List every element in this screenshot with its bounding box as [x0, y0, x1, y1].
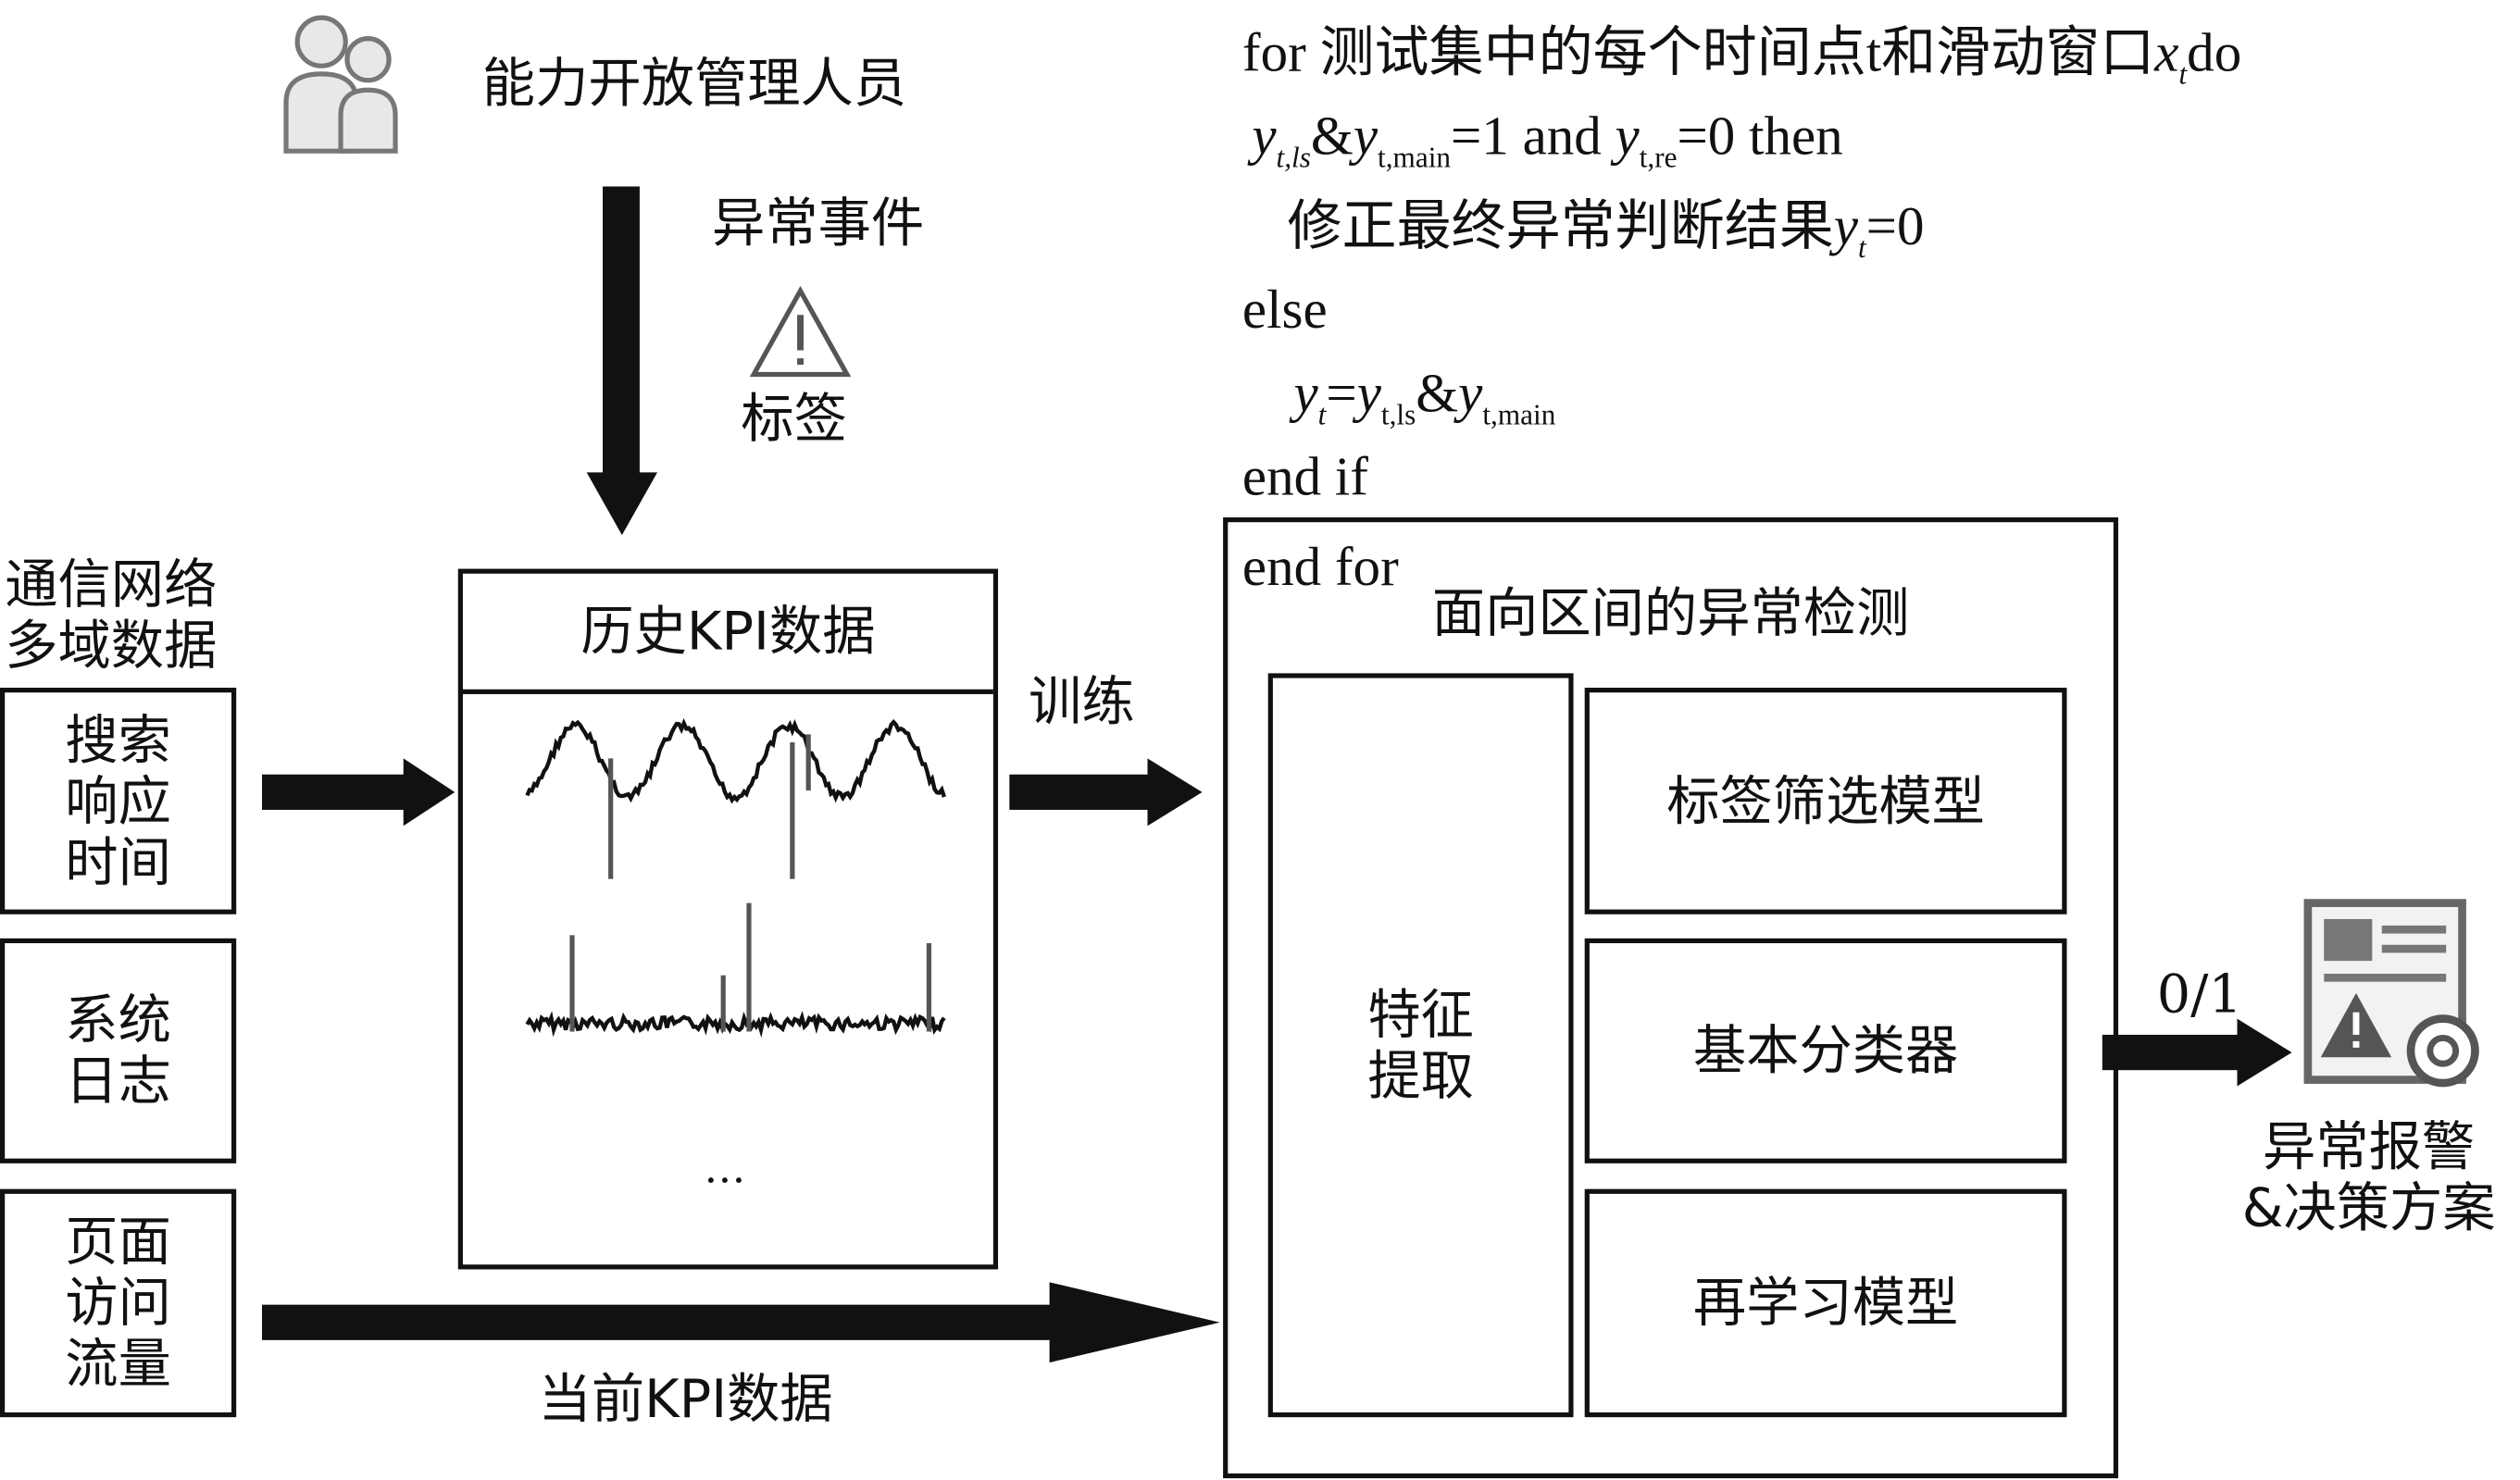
feature-line: 特征	[1367, 982, 1474, 1046]
code-text: &	[1416, 365, 1459, 425]
code-sub: t	[2178, 57, 2188, 91]
code-sub: t,main	[1378, 141, 1452, 174]
wave-line-2	[525, 1011, 946, 1038]
source-line: 流量	[65, 1332, 171, 1395]
code-text: do	[2187, 24, 2242, 84]
code-text: 修正最终异常判断结果	[1287, 197, 1834, 257]
source-line: 搜索	[65, 707, 171, 771]
tag-label: 标签	[741, 387, 847, 451]
source-line: 时间	[65, 829, 171, 893]
code-text: =	[1326, 365, 1357, 425]
code-var: x	[2154, 24, 2179, 84]
code-line-correct: 修正最终异常判断结果yt=0	[1242, 196, 2241, 280]
group-label-line: 通信网络	[5, 553, 218, 616]
source-line: 访问	[65, 1271, 171, 1334]
history-ellipsis: …	[704, 1145, 746, 1194]
source-line: 系统	[65, 988, 171, 1051]
code-line-assign: yt=yt,ls&yt,main	[1242, 363, 2241, 446]
train-label: 训练	[1029, 669, 1135, 733]
code-line-for: for 测试集中的每个时间点t和滑动窗口xtdo	[1242, 22, 2241, 106]
code-text: =0	[1865, 197, 1925, 257]
code-var: y	[1833, 197, 1858, 257]
source-line: 响应	[65, 768, 171, 832]
source-system-log: 系统 日志	[0, 938, 237, 1163]
code-text: =1 and	[1451, 107, 1616, 168]
code-sub: t	[1857, 230, 1866, 264]
kpi-charts	[525, 717, 946, 1038]
code-var: y	[1252, 107, 1277, 168]
history-kpi-box: 历史KPI数据 …	[457, 568, 999, 1270]
code-text: for 测试集中的每个时间点t和滑动窗口	[1241, 24, 2155, 84]
code-sub: t,main	[1482, 398, 1556, 431]
wave-line-1	[525, 717, 946, 804]
warning-icon	[749, 286, 852, 378]
code-sub: t,ls	[1276, 141, 1311, 174]
people-icon	[283, 15, 398, 154]
code-text: =0 then	[1677, 107, 1843, 168]
source-search-response-time: 搜索 响应 时间	[0, 688, 237, 914]
code-text: &	[1310, 107, 1354, 168]
feature-extraction-box: 特征 提取	[1267, 673, 1574, 1418]
current-kpi-arrow	[261, 1282, 1220, 1363]
code-var: y	[1293, 365, 1318, 425]
current-kpi-label: 当前KPI数据	[538, 1367, 833, 1431]
code-line-if: yt,ls&yt,main=1 and yt,re=0 then	[1242, 106, 2241, 190]
label-filter-model: 标签筛选模型	[1584, 688, 2067, 914]
relearning-model: 再学习模型	[1584, 1188, 2067, 1418]
output-result-label: 异常报警 &决策方案	[2241, 1114, 2496, 1239]
code-line-endif: end if	[1241, 448, 1368, 508]
event-label: 异常事件	[712, 191, 925, 255]
down-arrow	[586, 186, 658, 536]
history-title: 历史KPI数据	[462, 574, 993, 694]
code-line-else: else	[1241, 280, 1328, 342]
source-line: 页面	[65, 1210, 171, 1273]
feature-line: 提取	[1367, 1043, 1474, 1107]
code-var: y	[1615, 107, 1640, 168]
result-line: 异常报警	[2263, 1114, 2476, 1178]
source-line: 日志	[65, 1049, 171, 1113]
result-line: &决策方案	[2241, 1175, 2496, 1239]
code-sub: t,ls	[1380, 398, 1416, 431]
code-sub: t,re	[1639, 141, 1678, 174]
operator-label: 能力开放管理人员	[481, 51, 907, 115]
code-sub: t	[1317, 398, 1327, 431]
code-var: y	[1353, 107, 1379, 168]
group-label-line: 多域数据	[5, 614, 218, 677]
output-value-label: 0/1	[2156, 962, 2242, 1026]
code-line-endfor: end for	[1241, 538, 1399, 598]
detection-title: 面向区间的异常检测	[1431, 581, 1910, 645]
code-var: y	[1356, 365, 1381, 425]
input-group-label: 通信网络 多域数据	[5, 553, 218, 677]
right-arrow-to-history	[261, 758, 455, 827]
output-arrow	[2102, 1018, 2292, 1087]
base-classifier: 基本分类器	[1584, 938, 2067, 1163]
source-page-traffic: 页面 访问 流量	[0, 1188, 237, 1418]
code-var: y	[1458, 365, 1483, 425]
alert-report-icon	[2303, 899, 2479, 1088]
pseudocode: for 测试集中的每个时间点t和滑动窗口xtdo yt,ls&yt,main=1…	[1242, 22, 2241, 601]
train-arrow	[1009, 758, 1203, 827]
